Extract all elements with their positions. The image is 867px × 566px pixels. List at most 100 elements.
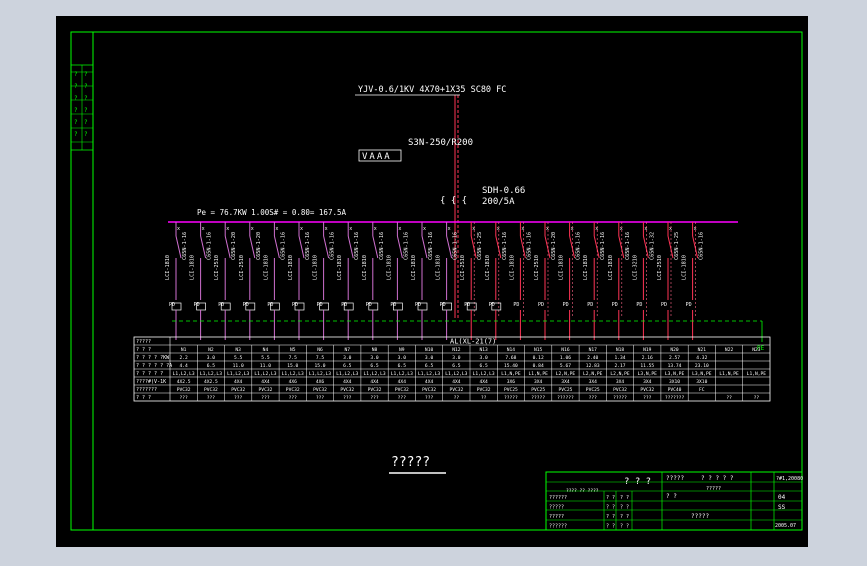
breaker-label: LCI-1810 xyxy=(190,255,196,280)
breaker-model: C65N-1-16 xyxy=(330,232,336,260)
breaker-cross: x xyxy=(448,226,451,232)
table-cell: 3.0 xyxy=(207,355,216,361)
table-cell: PVC32 xyxy=(177,387,191,393)
breaker-blade xyxy=(642,235,649,259)
row-header: ? ? ? xyxy=(136,395,151,401)
table-cell: 7.5 xyxy=(316,355,325,361)
table-cell: 4X4 xyxy=(479,379,488,385)
table-cell: N15 xyxy=(534,347,543,353)
strip-label: ? xyxy=(84,71,88,78)
table-cell: N14 xyxy=(507,347,516,353)
table-cell: PVC32 xyxy=(422,387,436,393)
table-cell: ??? xyxy=(289,395,298,401)
sheet-a: 04 xyxy=(778,494,786,501)
title-block: ? ? ????? ?? ?????????? ? ? ? ??#1,20080… xyxy=(545,471,803,531)
title-row-q: ? ? xyxy=(606,524,615,530)
table-cell: ??? xyxy=(234,395,243,401)
breaker-label: LCI-1810 xyxy=(559,255,565,280)
row-header: ??????? xyxy=(136,387,157,393)
subproject-label: ? ? ? ? ? xyxy=(701,475,734,482)
contactor-label: PD xyxy=(661,302,667,308)
table-cell: FC xyxy=(699,387,705,393)
table-cell: 4X2.5 xyxy=(204,379,218,385)
table-cell: L2,N,PE xyxy=(556,371,576,377)
breaker-label: LCI-1810 xyxy=(288,255,294,280)
table-cell: L1,L2,L3 xyxy=(473,371,495,377)
breaker-cross: x xyxy=(644,226,647,232)
table-cell: 3X4 xyxy=(616,379,625,385)
title-row-label: ????? xyxy=(549,505,564,511)
table-cell: PVC32 xyxy=(477,387,491,393)
title-row-label: ?????? xyxy=(549,495,567,501)
breaker-label: LCI-1810 xyxy=(337,255,343,280)
breaker-model: C65N-1-20 xyxy=(256,232,262,260)
table-cell: L1,L2,L3 xyxy=(391,371,413,377)
table-cell: 7.68 xyxy=(505,355,516,361)
title-row-q: ? ? xyxy=(620,495,629,501)
breaker-cross: x xyxy=(349,226,352,232)
inner-border xyxy=(92,31,803,531)
table-cell: N10 xyxy=(425,347,434,353)
panel-label: AL(XL-21(7) xyxy=(450,338,496,346)
table-cell: PVC25 xyxy=(531,387,545,393)
breaker-label: LCI-1810 xyxy=(583,255,589,280)
row-header: ????#(V-1K xyxy=(136,379,166,385)
table-cell: 4X6 xyxy=(289,379,298,385)
table-cell: PVC40 xyxy=(668,387,682,393)
table-cell: ??? xyxy=(179,395,188,401)
table-cell: ????? xyxy=(531,395,545,401)
breaker-model: C65N-1-16 xyxy=(403,232,409,260)
breaker-model: C65N-1-16 xyxy=(699,232,705,260)
breaker-blade xyxy=(618,235,625,259)
table-cell: ??? xyxy=(316,395,325,401)
table-cell: 4X4 xyxy=(425,379,434,385)
table-cell: L1,L2,L3 xyxy=(227,371,249,377)
strip-label: ? xyxy=(74,131,78,138)
row-header: ? ? ? ? ? xyxy=(136,371,163,377)
table-cell: PVC32 xyxy=(640,387,654,393)
table-cell: 3X10 xyxy=(669,379,680,385)
table-cell: N20 xyxy=(670,347,679,353)
breaker-model: C65N-1-20 xyxy=(231,232,237,260)
meter-box xyxy=(358,149,402,162)
left-margin-strip: ???????????? xyxy=(71,64,93,151)
table-cell: 3.0 xyxy=(452,355,461,361)
table-cell: PVC32 xyxy=(368,387,382,393)
breaker-blade xyxy=(396,235,403,259)
breaker-model: C65N-1-16 xyxy=(625,232,631,260)
table-cell: L3,N,PE xyxy=(638,371,658,377)
table-cell: 2.57 xyxy=(669,355,680,361)
breaker-cross: x xyxy=(620,226,623,232)
breaker-blade xyxy=(372,235,379,259)
table-cell: ??? xyxy=(643,395,652,401)
table-cell: L1,L2,L3 xyxy=(445,371,467,377)
circuit-table: ?????? ? ?? ? ? ? ?KW? ? ? ? ? ?A? ? ? ?… xyxy=(133,336,771,402)
drawing-sheet xyxy=(56,16,808,547)
table-cell: PVC32 xyxy=(340,387,354,393)
breaker-cross: x xyxy=(275,226,278,232)
breaker-blade xyxy=(249,235,256,259)
contactor-label: PD xyxy=(513,302,519,308)
table-cell: N13 xyxy=(479,347,488,353)
strip-label: ? xyxy=(84,83,88,90)
title-row-q: ? ? xyxy=(606,514,615,520)
breaker-label: LCI-2510 xyxy=(657,255,663,280)
table-cell: ??? xyxy=(589,395,598,401)
table-cell: 6.5 xyxy=(343,363,352,369)
big-label: ????? xyxy=(691,513,709,520)
breaker-label: LCI-2510 xyxy=(239,255,245,280)
table-cell: N3 xyxy=(235,347,241,353)
table-cell: N5 xyxy=(290,347,296,353)
breaker-label: LCI-1810 xyxy=(608,255,614,280)
table-cell: N12 xyxy=(452,347,461,353)
breaker-blade xyxy=(495,235,502,259)
table-cell: N16 xyxy=(561,347,570,353)
